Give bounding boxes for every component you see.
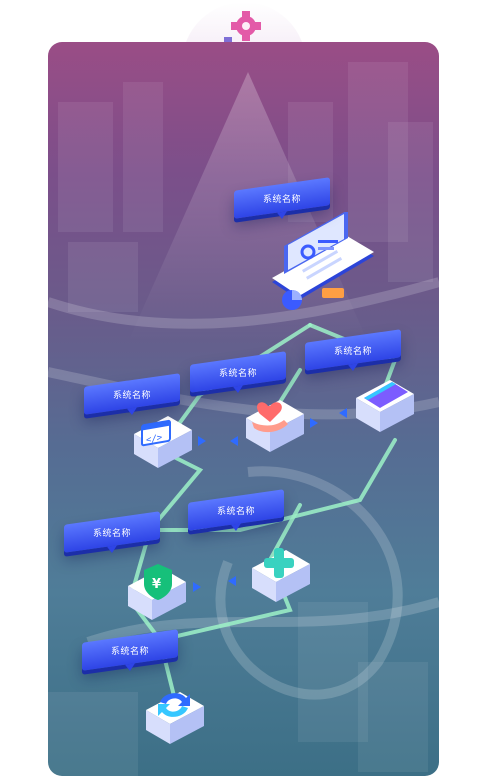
code-window-icon: </> bbox=[134, 416, 192, 468]
svg-text:</>: </> bbox=[146, 433, 163, 446]
shield-yen-icon: ¥ bbox=[128, 564, 186, 620]
laptop-icon bbox=[272, 212, 374, 310]
heart-hand-icon bbox=[246, 400, 304, 452]
sync-arrows-icon bbox=[146, 692, 204, 744]
card-icon bbox=[356, 380, 414, 432]
plus-cross-icon bbox=[252, 548, 310, 602]
svg-text:¥: ¥ bbox=[152, 577, 161, 592]
